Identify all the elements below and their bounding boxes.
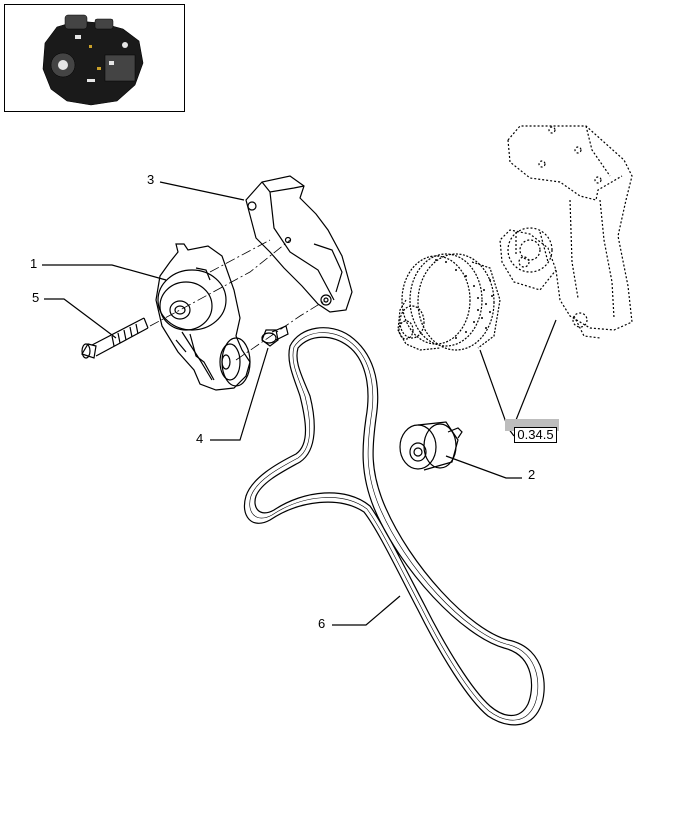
leader-3 bbox=[159, 181, 245, 201]
leader-6 bbox=[332, 595, 401, 626]
belt-tensioner bbox=[155, 243, 251, 391]
callout-2: 2 bbox=[528, 467, 536, 482]
callout-1: 1 bbox=[30, 256, 38, 271]
engine-thumbnail-frame bbox=[4, 4, 185, 112]
callout-4: 4 bbox=[196, 431, 204, 446]
tensioner-bolt bbox=[81, 317, 149, 359]
leader-1 bbox=[42, 264, 167, 281]
tensioner-bracket bbox=[245, 175, 353, 313]
leader-5 bbox=[44, 298, 117, 339]
assembly-centerlines bbox=[149, 239, 327, 361]
engine-bracket-outline bbox=[499, 125, 633, 339]
leader-2 bbox=[445, 455, 522, 479]
poly-v-belt bbox=[243, 327, 545, 726]
bracket-screw bbox=[261, 325, 289, 347]
callout-5: 5 bbox=[32, 290, 40, 305]
engine-thumbnail-image bbox=[42, 14, 144, 106]
fan-pulley-outline bbox=[397, 253, 501, 351]
idler-pulley bbox=[399, 421, 463, 471]
callout-3: 3 bbox=[147, 172, 155, 187]
reference-link[interactable]: 0.34.5 bbox=[514, 427, 557, 443]
leader-4 bbox=[210, 347, 269, 441]
reference-leader-2 bbox=[511, 319, 557, 431]
pulley-teeth-hatching bbox=[435, 259, 493, 339]
callout-6: 6 bbox=[318, 616, 326, 631]
